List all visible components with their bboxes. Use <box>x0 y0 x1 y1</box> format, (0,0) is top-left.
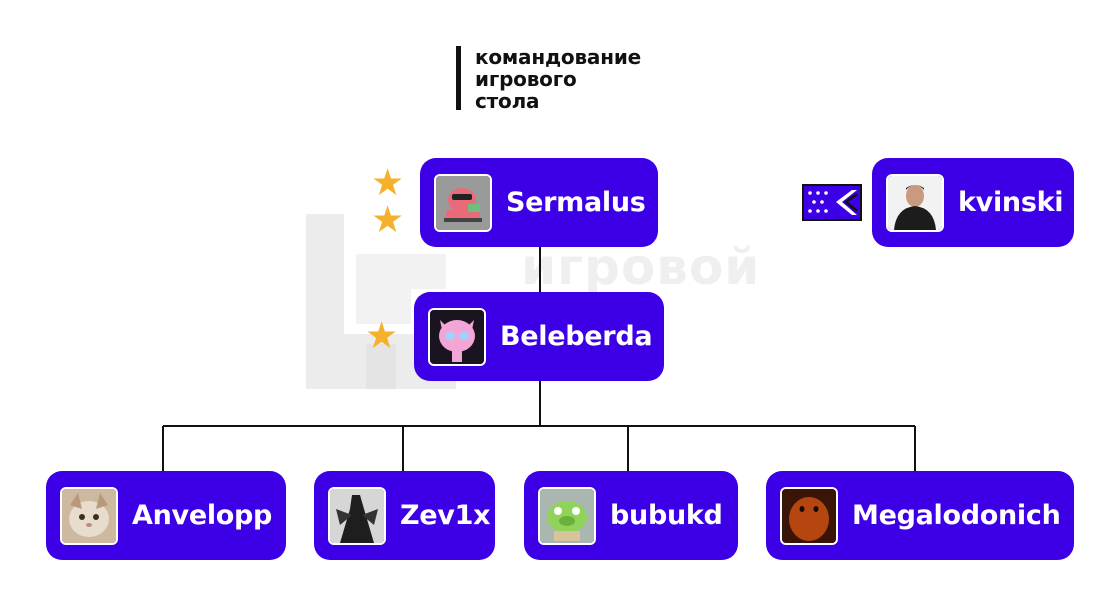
node-label: Zev1x <box>400 500 491 531</box>
node-zev1x[interactable]: Zev1x <box>314 471 495 560</box>
node-label: Megalodonich <box>852 500 1061 531</box>
node-label: Anvelopp <box>132 500 273 531</box>
node-kvinski[interactable]: kvinski <box>872 158 1074 247</box>
title-text: командование игрового стола <box>475 46 641 112</box>
node-anvelopp[interactable]: Anvelopp <box>46 471 286 560</box>
title-line-2: игрового <box>475 67 577 91</box>
node-label: kvinski <box>958 187 1064 218</box>
star-icon: ★ <box>365 314 399 357</box>
star-icon: ★ <box>371 198 405 241</box>
pink-cartoon-avatar <box>428 307 486 366</box>
star-icon: ★ <box>371 161 405 204</box>
dark-warrior-avatar <box>328 486 386 545</box>
node-megalodonich[interactable]: Megalodonich <box>766 471 1074 560</box>
node-label: Sermalus <box>506 187 646 218</box>
title-line-1: командование <box>475 45 642 69</box>
node-bubukd[interactable]: bubukd <box>524 471 738 560</box>
node-label: bubukd <box>610 500 723 531</box>
org-chart-title: командование игрового стола <box>456 46 641 112</box>
node-beleberda[interactable]: Beleberda <box>414 292 664 381</box>
title-line-3: стола <box>475 89 540 113</box>
title-accent-bar <box>456 46 461 110</box>
man-portrait-avatar <box>886 173 944 232</box>
rank-insignia-icon <box>802 184 862 221</box>
pink-creature-avatar <box>434 173 492 232</box>
node-sermalus[interactable]: Sermalus <box>420 158 658 247</box>
green-pig-avatar <box>538 486 596 545</box>
orange-figure-avatar <box>780 486 838 545</box>
cat-avatar <box>60 486 118 545</box>
watermark-text: игровой <box>521 238 761 296</box>
node-label: Beleberda <box>500 321 653 352</box>
